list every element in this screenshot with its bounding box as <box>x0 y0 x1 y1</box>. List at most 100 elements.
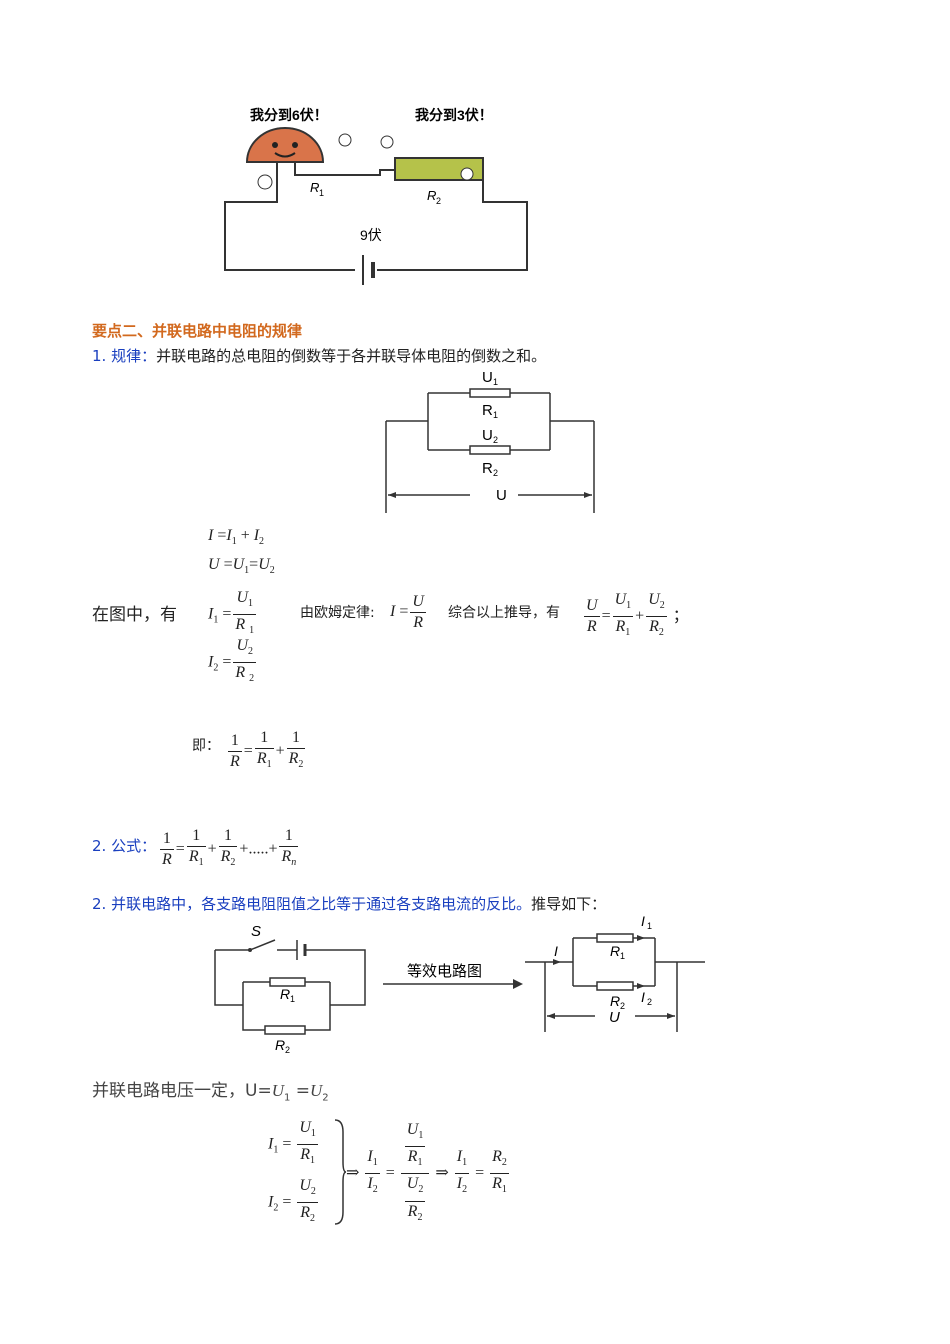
ji-label: 即： <box>192 738 220 754</box>
d2-s: S <box>251 923 261 940</box>
brace-svg <box>334 1119 347 1225</box>
d1-u2: U <box>482 427 493 444</box>
imp1: ⇒ <box>346 1164 360 1182</box>
d2-r1b: R <box>610 943 620 959</box>
fie1: = <box>282 1135 292 1153</box>
d2-i2-sub: 2 <box>647 997 652 1007</box>
jr1: R <box>256 750 267 767</box>
je: = <box>243 742 253 760</box>
e2: = <box>222 653 232 671</box>
jr: R <box>230 753 240 771</box>
brace <box>333 1118 347 1236</box>
rr2: R <box>407 1202 418 1220</box>
eq-i2: I <box>253 527 260 544</box>
f1: 1 <box>160 829 174 851</box>
eq-u-equal: U =U1=U2 <box>208 556 275 577</box>
eq-u: U <box>208 556 220 573</box>
cu2: U <box>648 591 660 608</box>
r1d: R <box>235 616 246 634</box>
j2: 1 <box>254 728 274 749</box>
oi: I <box>390 603 396 621</box>
rule3-tail: 推导如下： <box>531 895 607 913</box>
fu2: U <box>299 1177 311 1194</box>
d1-r2-sub: 2 <box>493 468 498 478</box>
d2-r1b-sub: 1 <box>620 951 625 961</box>
ou: U <box>410 592 426 613</box>
cu1: U <box>614 591 627 608</box>
series-cartoon-figure: 我分到6伏！ 我分到3伏！ R 1 R 2 9伏 <box>215 100 535 285</box>
ce: = <box>601 607 611 625</box>
qr2: R <box>492 1148 502 1166</box>
cr: R <box>586 618 597 636</box>
eq-sign: = <box>217 527 227 544</box>
d1-u1-sub: 1 <box>493 377 498 387</box>
req: = <box>385 1164 395 1182</box>
rule3-num: 2. <box>92 895 107 913</box>
combine-label: 综合以上推导，有 <box>448 605 560 621</box>
j3: 1 <box>286 728 306 749</box>
rule1-num: 1. <box>92 347 107 365</box>
fr1b: R <box>300 1146 311 1164</box>
fp3: + <box>268 840 278 858</box>
cu: U <box>584 596 600 618</box>
section-title: 要点二、并联电路中电阻的规律 <box>92 322 303 340</box>
f3: 1 <box>218 826 238 847</box>
d2-r1-sub: 1 <box>290 994 295 1004</box>
frn: R <box>281 848 292 865</box>
fi2: I <box>268 1193 274 1211</box>
u1n: U <box>236 589 249 606</box>
fr: R <box>162 851 172 869</box>
eq-sign3: = <box>249 556 259 573</box>
d2-r2-sub: 2 <box>285 1045 290 1055</box>
derive-intro: 在图中，有 <box>92 605 177 625</box>
rule3-line: 2. 并联电路中，各支路电阻阻值之比等于通过各支路电流的反比。推导如下： <box>92 893 606 914</box>
voltage-eq: = <box>257 1081 272 1101</box>
fe: = <box>175 840 185 858</box>
battery-label: 9伏 <box>360 227 382 243</box>
ru2: U <box>406 1175 419 1193</box>
sub-1: 1 <box>319 188 324 198</box>
qi2: I <box>456 1175 463 1193</box>
series-circuit-svg: 我分到6伏！ 我分到3伏！ R 1 R 2 9伏 <box>224 107 528 285</box>
qeq: = <box>475 1164 485 1182</box>
jp: + <box>275 742 285 760</box>
oe: = <box>399 603 409 621</box>
cr1: R <box>615 618 626 636</box>
jr2: R <box>288 750 299 767</box>
rule1-line: 1. 规律：并联电路的总电阻的倒数等于各并联导体电阻的倒数之和。 <box>92 345 546 366</box>
voltage-u: U <box>245 1081 258 1101</box>
sub-2: 2 <box>436 196 441 206</box>
fdots: ..... <box>248 840 269 858</box>
d1-u2-sub: 2 <box>493 435 498 445</box>
rule1-text: 并联电路的总电阻的倒数等于各并联导体电阻的倒数之和。 <box>156 347 547 365</box>
d1-u: U <box>496 487 507 504</box>
eq-i1: I <box>226 527 232 544</box>
d1-u1: U <box>482 369 493 386</box>
fr2: R <box>220 848 231 865</box>
ru1: U <box>406 1121 419 1138</box>
eq-i-sum: I =I1 + I2 <box>208 527 265 548</box>
eq-plus: + <box>240 527 250 544</box>
d2-r2b: R <box>610 993 620 1009</box>
fi1: I <box>268 1135 274 1153</box>
d2-arrow-label: 等效电路图 <box>407 962 482 980</box>
d1-r2: R <box>482 460 493 477</box>
voltage-u1: U <box>271 1081 284 1100</box>
ohm-label: 由欧姆定律: <box>300 605 375 621</box>
d2-i1-sub: 1 <box>647 921 652 931</box>
voltage-line: 并联电路电压一定，U=U1 =U2 <box>92 1081 329 1104</box>
fu1: U <box>299 1119 311 1136</box>
r2d: R <box>235 664 246 682</box>
rule1-label: 规律： <box>111 347 157 365</box>
ri1: I <box>367 1148 373 1166</box>
d1-r1: R <box>482 402 493 419</box>
d2-r2b-sub: 2 <box>620 1001 625 1011</box>
d2-r1: R <box>280 986 290 1002</box>
